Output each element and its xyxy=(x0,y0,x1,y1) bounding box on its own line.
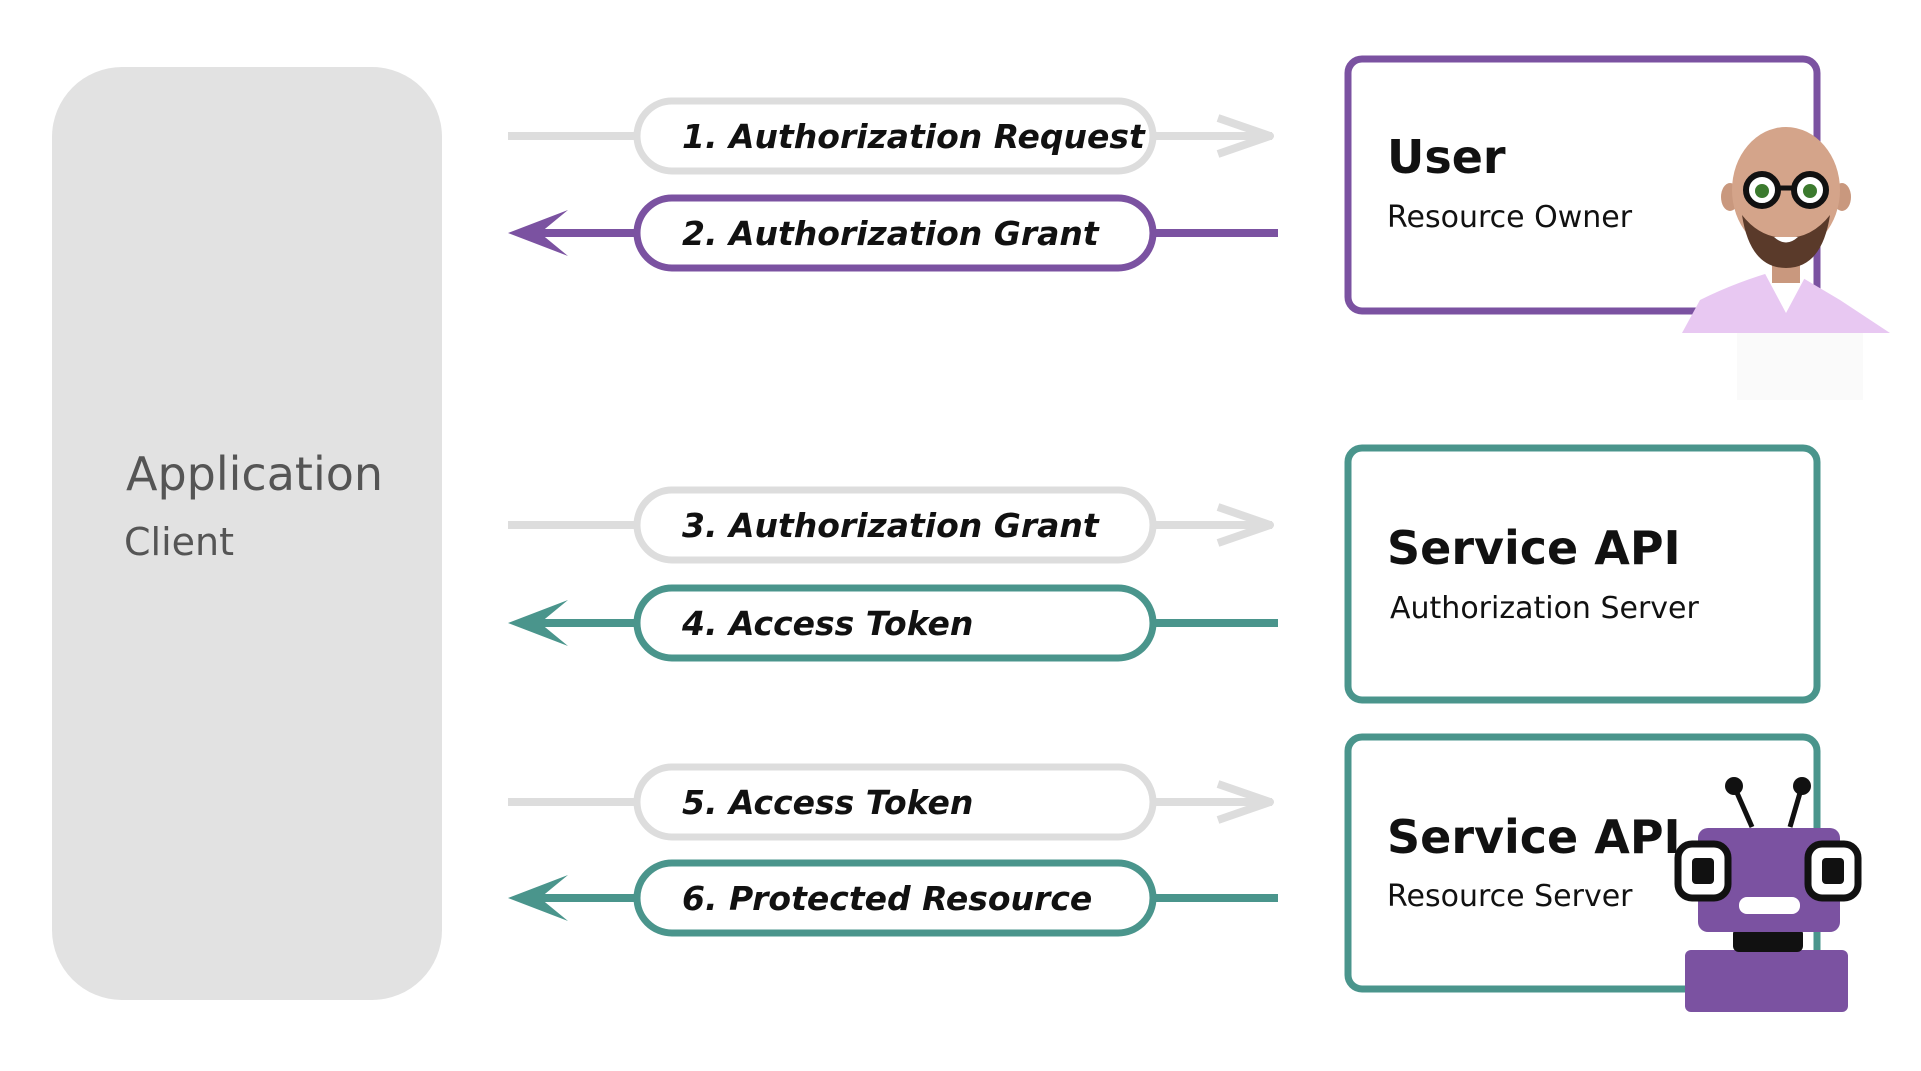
client-panel xyxy=(52,67,442,1000)
message-3: 3. Authorization Grant xyxy=(508,486,1274,564)
arrow-head-right-icon xyxy=(1216,780,1274,824)
application-client: Application Client xyxy=(52,67,442,1000)
message-1: 1. Authorization Request xyxy=(508,97,1274,175)
auth-server-box: Service API Authorization Server xyxy=(1344,444,1821,704)
arrow-head-right-icon xyxy=(1216,114,1274,158)
client-subtitle: Client xyxy=(124,520,234,564)
avatar-eye-right xyxy=(1803,184,1817,198)
robot-head xyxy=(1698,828,1840,932)
arrow-head-left-icon xyxy=(508,210,568,256)
message-4: 4. Access Token xyxy=(508,584,1278,662)
auth-server-subtitle: Authorization Server xyxy=(1390,591,1700,626)
message-label: 6. Protected Resource xyxy=(682,879,1092,918)
auth-server-title: Service API xyxy=(1387,521,1681,575)
robot-neck xyxy=(1733,928,1803,952)
message-pill xyxy=(633,763,1157,841)
message-2: 2. Authorization Grant xyxy=(508,194,1278,272)
client-title: Application xyxy=(126,447,383,501)
auth-server-box-frame xyxy=(1344,444,1821,704)
arrow-head-left-icon xyxy=(508,600,568,646)
message-pill xyxy=(633,97,1157,175)
message-pill xyxy=(633,584,1157,662)
message-pill xyxy=(633,859,1157,937)
robot-antenna-tip-left xyxy=(1725,777,1743,795)
robot-antenna-tip-right xyxy=(1793,777,1811,795)
avatar-eye-left xyxy=(1755,184,1769,198)
user-subtitle: Resource Owner xyxy=(1387,200,1633,235)
message-label: 2. Authorization Grant xyxy=(682,214,1100,253)
resource-server-title: Service API xyxy=(1387,810,1681,864)
message-pill xyxy=(633,486,1157,564)
avatar-shadow xyxy=(1737,330,1863,400)
avatar-mouth xyxy=(1774,237,1798,243)
message-label: 5. Access Token xyxy=(682,783,973,822)
message-5: 5. Access Token xyxy=(508,763,1274,841)
robot-icon xyxy=(1674,777,1862,1012)
robot-pupil-right xyxy=(1822,858,1844,884)
user-avatar-icon xyxy=(1682,127,1890,400)
message-label: 4. Access Token xyxy=(681,604,973,643)
robot-body xyxy=(1685,950,1848,1012)
message-pill xyxy=(633,194,1157,272)
user-title: User xyxy=(1387,130,1506,184)
resource-server-subtitle: Resource Server xyxy=(1387,879,1633,914)
arrow-head-right-icon xyxy=(1216,503,1274,547)
message-label: 1. Authorization Request xyxy=(682,117,1146,156)
user-box: User Resource Owner xyxy=(1344,55,1821,315)
message-6: 6. Protected Resource xyxy=(508,859,1278,937)
arrow-head-left-icon xyxy=(508,875,568,921)
robot-mouth xyxy=(1739,897,1800,914)
robot-pupil-left xyxy=(1692,858,1714,884)
message-label: 3. Authorization Grant xyxy=(682,506,1100,545)
